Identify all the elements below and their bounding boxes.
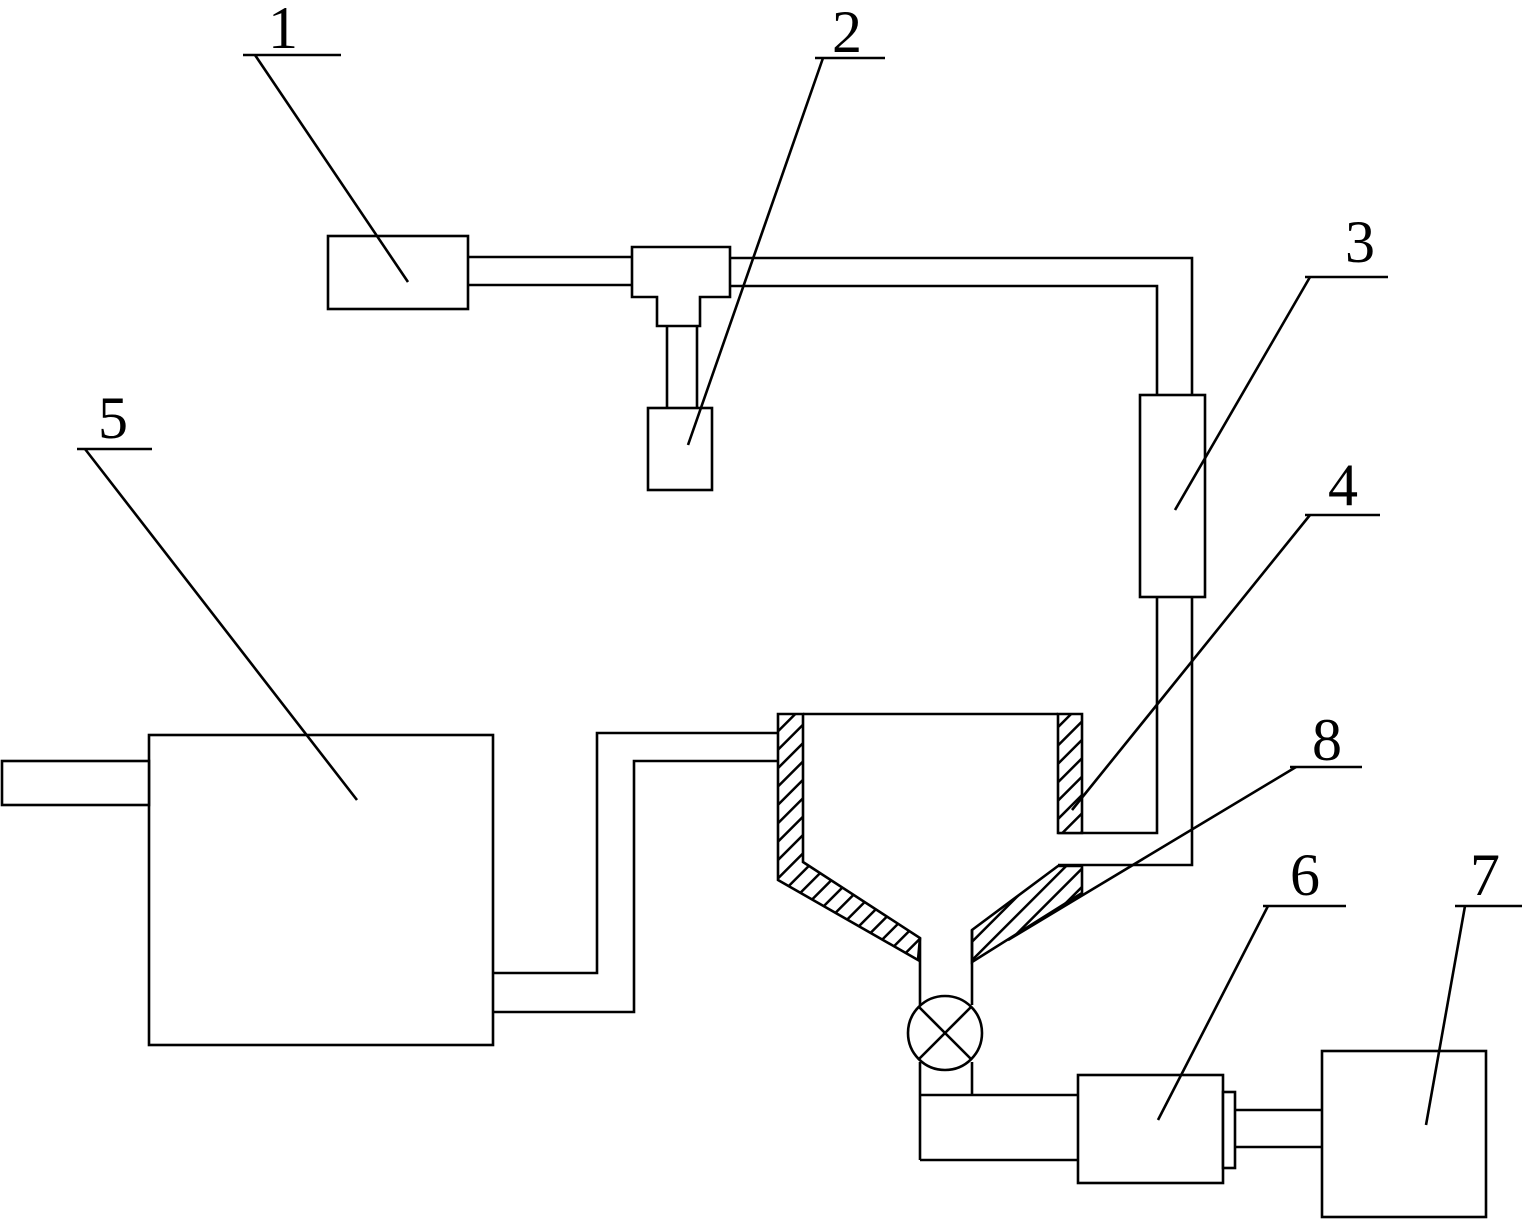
pipe-tee-to-2 xyxy=(665,326,699,408)
pipe-5-to-vessel xyxy=(493,731,778,1014)
leader-6 xyxy=(1156,904,1346,1121)
component-6-flange xyxy=(1221,1090,1237,1170)
label-5: 5 xyxy=(98,385,128,451)
component-7-box xyxy=(1320,1049,1488,1219)
component-5-shaft xyxy=(0,759,151,807)
label-6: 6 xyxy=(1290,842,1320,908)
pipe-valve-to-6 xyxy=(918,1062,1078,1162)
label-1: 1 xyxy=(268,0,298,61)
leader-2 xyxy=(686,56,885,446)
hopper-left-wall xyxy=(776,712,922,963)
shaft-6-to-7 xyxy=(1235,1108,1322,1149)
label-4: 4 xyxy=(1328,452,1358,518)
leader-5 xyxy=(77,447,359,801)
hopper-vessel xyxy=(776,712,1084,1005)
component-5-box xyxy=(147,733,495,1047)
hopper-right-wall-lower xyxy=(970,864,1084,965)
component-6-box xyxy=(1076,1073,1225,1185)
label-3: 3 xyxy=(1345,209,1375,275)
leader-1 xyxy=(243,53,410,283)
leader-7 xyxy=(1424,904,1522,1126)
valve-icon xyxy=(906,994,984,1072)
pipe-tee-to-3 xyxy=(730,256,1194,395)
pipe-3-to-vessel xyxy=(1058,597,1194,867)
hopper-right-wall-upper xyxy=(1056,712,1084,835)
pipe-1-to-tee xyxy=(468,255,632,287)
label-7: 7 xyxy=(1470,842,1500,908)
label-2: 2 xyxy=(832,0,862,65)
leader-8 xyxy=(1007,765,1362,942)
tee-connector xyxy=(630,245,732,328)
component-1-box xyxy=(326,234,470,311)
leader-4 xyxy=(1070,513,1380,811)
leader-3 xyxy=(1173,275,1388,511)
component-2-box xyxy=(646,406,714,492)
label-8: 8 xyxy=(1312,707,1342,773)
component-3-box xyxy=(1138,393,1207,599)
